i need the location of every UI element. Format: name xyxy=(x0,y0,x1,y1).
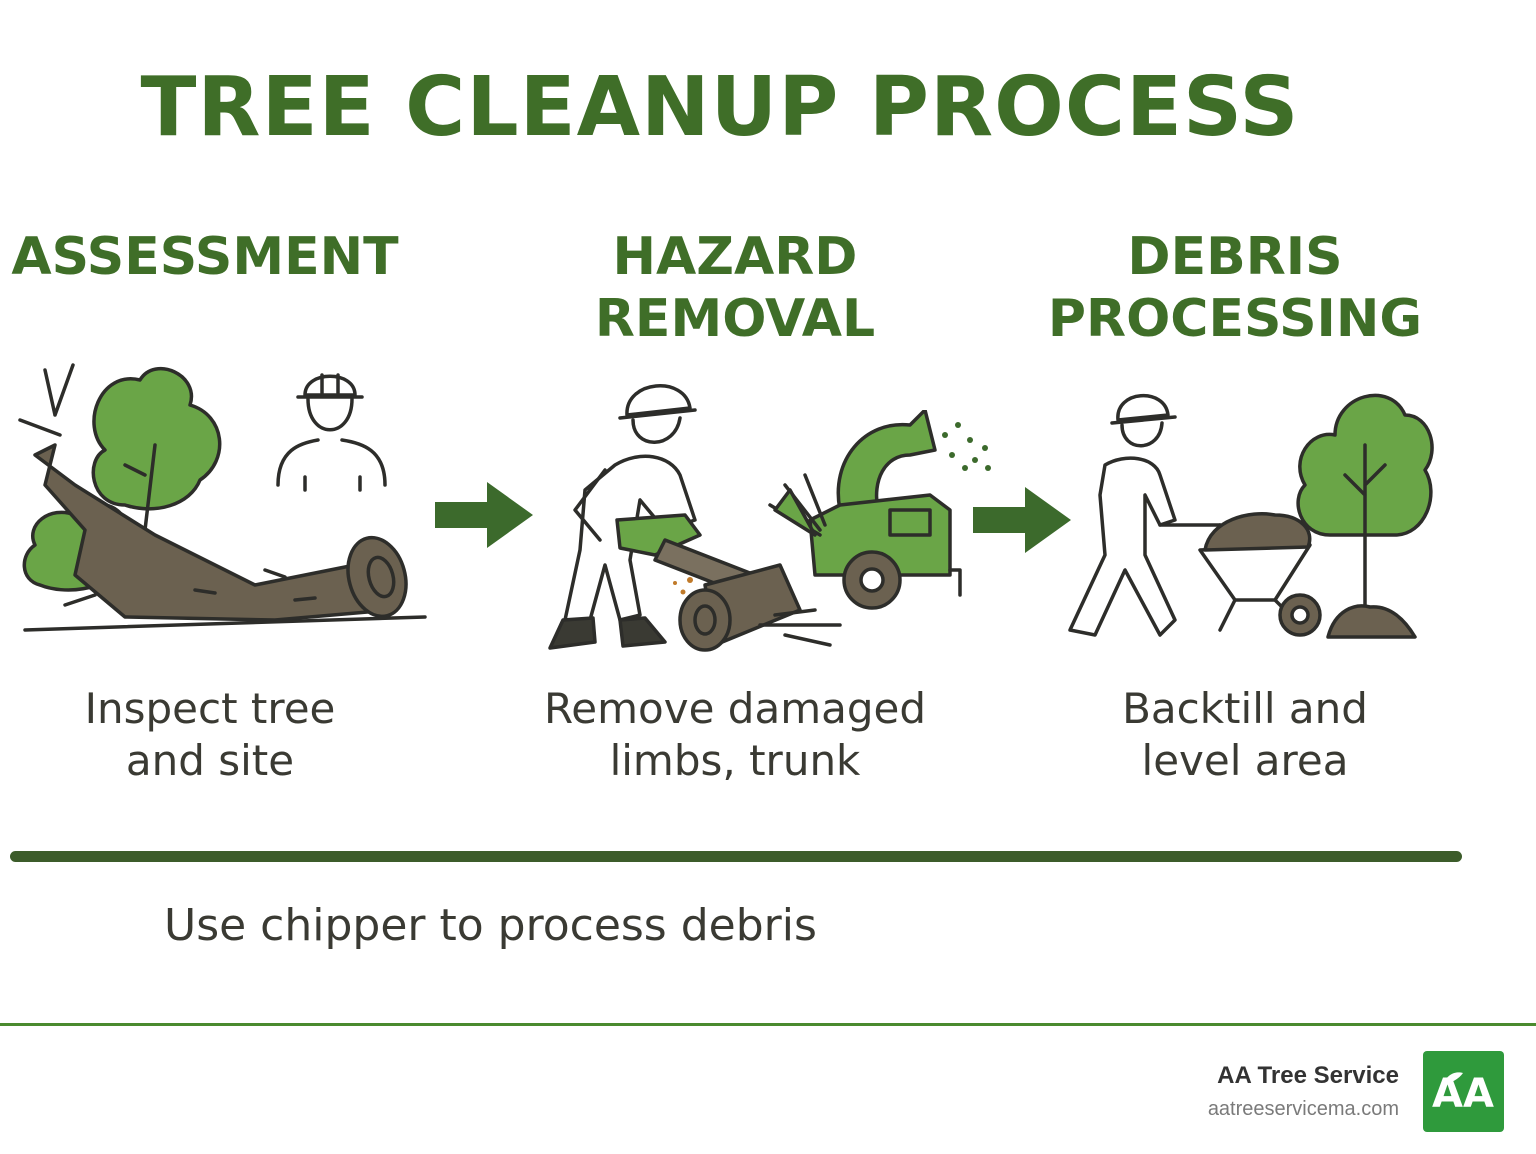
step-2-title: HAZARD REMOVAL xyxy=(535,226,935,350)
step-3-title-line-2: PROCESSING xyxy=(1047,289,1423,349)
worker-icon xyxy=(276,373,387,492)
brand-name: AA Tree Service xyxy=(1217,1062,1399,1089)
step-2-title-line-2: REMOVAL xyxy=(594,289,876,349)
young-tree-icon xyxy=(1296,393,1434,639)
step-1-description: Inspect tree and site xyxy=(0,683,420,787)
step-3-description: Backtill and level area xyxy=(1040,683,1450,787)
step-2-description-line-1: Remove damaged xyxy=(544,684,926,733)
step-1-description-line-2: and site xyxy=(125,736,295,785)
step-2-description-line-2: limbs, trunk xyxy=(609,736,861,785)
logo-mark: AA xyxy=(1432,1071,1494,1117)
arrow-right-icon xyxy=(973,487,1071,553)
page-title: TREE CLEANUP PROCESS xyxy=(140,60,1300,155)
step-2-title-line-1: HAZARD xyxy=(612,227,858,287)
tree-service-logo[interactable]: AA xyxy=(1423,1051,1504,1132)
footer-divider xyxy=(0,1023,1536,1026)
fallen-tree-icon xyxy=(18,363,427,632)
step-1-description-line-1: Inspect tree xyxy=(84,684,336,733)
step-1-title-line-1: ASSESSMENT xyxy=(11,227,399,287)
process-note: Use chipper to process debris xyxy=(164,900,817,951)
leaf-icon xyxy=(1443,1072,1463,1085)
arrow-right-icon xyxy=(435,482,533,548)
step-3-description-line-2: level area xyxy=(1141,736,1349,785)
section-divider xyxy=(10,851,1462,862)
step-3-title: DEBRIS PROCESSING xyxy=(1035,226,1435,350)
wheelbarrow-worker-icon xyxy=(1068,393,1322,637)
step-3-description-line-1: Backtill and xyxy=(1122,684,1368,733)
step-3-title-line-1: DEBRIS xyxy=(1127,227,1343,287)
logo-text: AA xyxy=(1432,1071,1494,1117)
brand-url[interactable]: aatreeservicema.com xyxy=(1207,1098,1399,1120)
step-1-title: ASSESSMENT xyxy=(0,226,410,288)
chainsaw-worker-icon xyxy=(548,384,842,652)
wood-chipper-icon xyxy=(768,410,991,610)
step-2-description: Remove damaged limbs, trunk xyxy=(520,683,950,787)
